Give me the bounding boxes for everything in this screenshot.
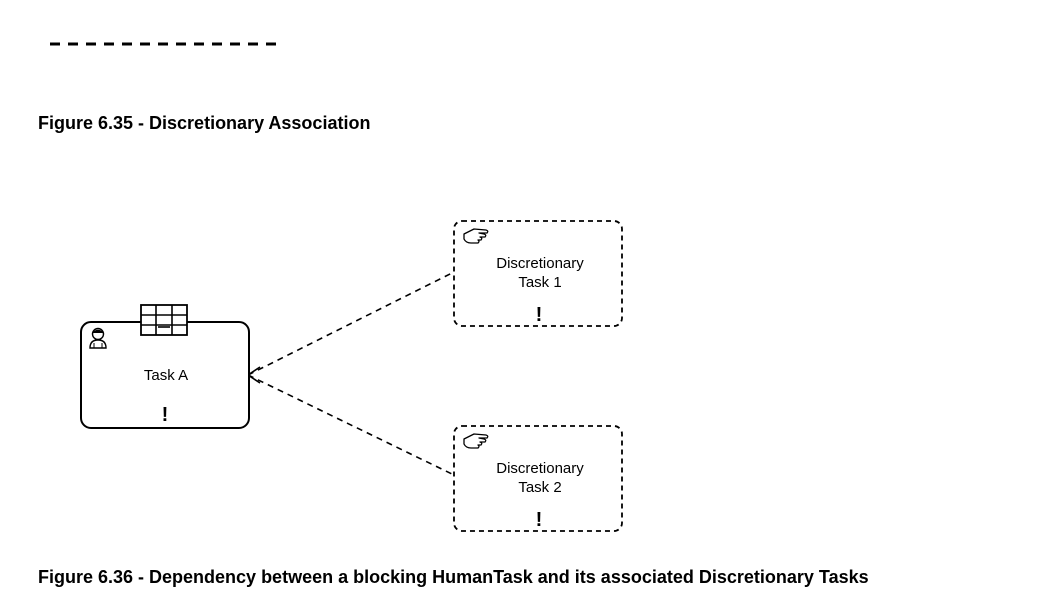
discretionary-task-2-label-line1: Discretionary [496, 460, 584, 477]
figure-caption-6-36: Figure 6.36 - Dependency between a block… [38, 567, 869, 587]
task-a-marker: ! [162, 404, 169, 426]
discretionary-connectors [246, 271, 455, 476]
discretionary-task-2-label-line2: Task 2 [518, 479, 561, 496]
planning-table-icon [140, 304, 188, 336]
figure-caption-6-35: Figure 6.35 - Discretionary Association [38, 113, 371, 133]
discretionary-task-1-marker: ! [536, 304, 543, 326]
connector-task-a-to-task-2 [247, 374, 455, 476]
human-task-icon [89, 327, 107, 349]
discretionary-association-legend [50, 42, 278, 46]
discretionary-task-1-shape [453, 220, 623, 327]
discretionary-task-2-marker: ! [536, 509, 543, 531]
discretionary-task-1-label-line1: Discretionary [496, 255, 584, 272]
discretionary-task-1[interactable]: Discretionary Task 1 ! [453, 220, 623, 327]
task-a[interactable]: Task A ! [80, 304, 250, 429]
manual-hand-icon [463, 433, 489, 449]
manual-hand-icon [463, 228, 489, 244]
discretionary-task-1-label-line2: Task 1 [518, 274, 561, 291]
discretionary-task-2[interactable]: Discretionary Task 2 ! [453, 425, 623, 532]
discretionary-task-2-shape [453, 425, 623, 532]
task-a-label: Task A [144, 367, 188, 384]
connector-task-a-to-task-1 [247, 271, 455, 376]
